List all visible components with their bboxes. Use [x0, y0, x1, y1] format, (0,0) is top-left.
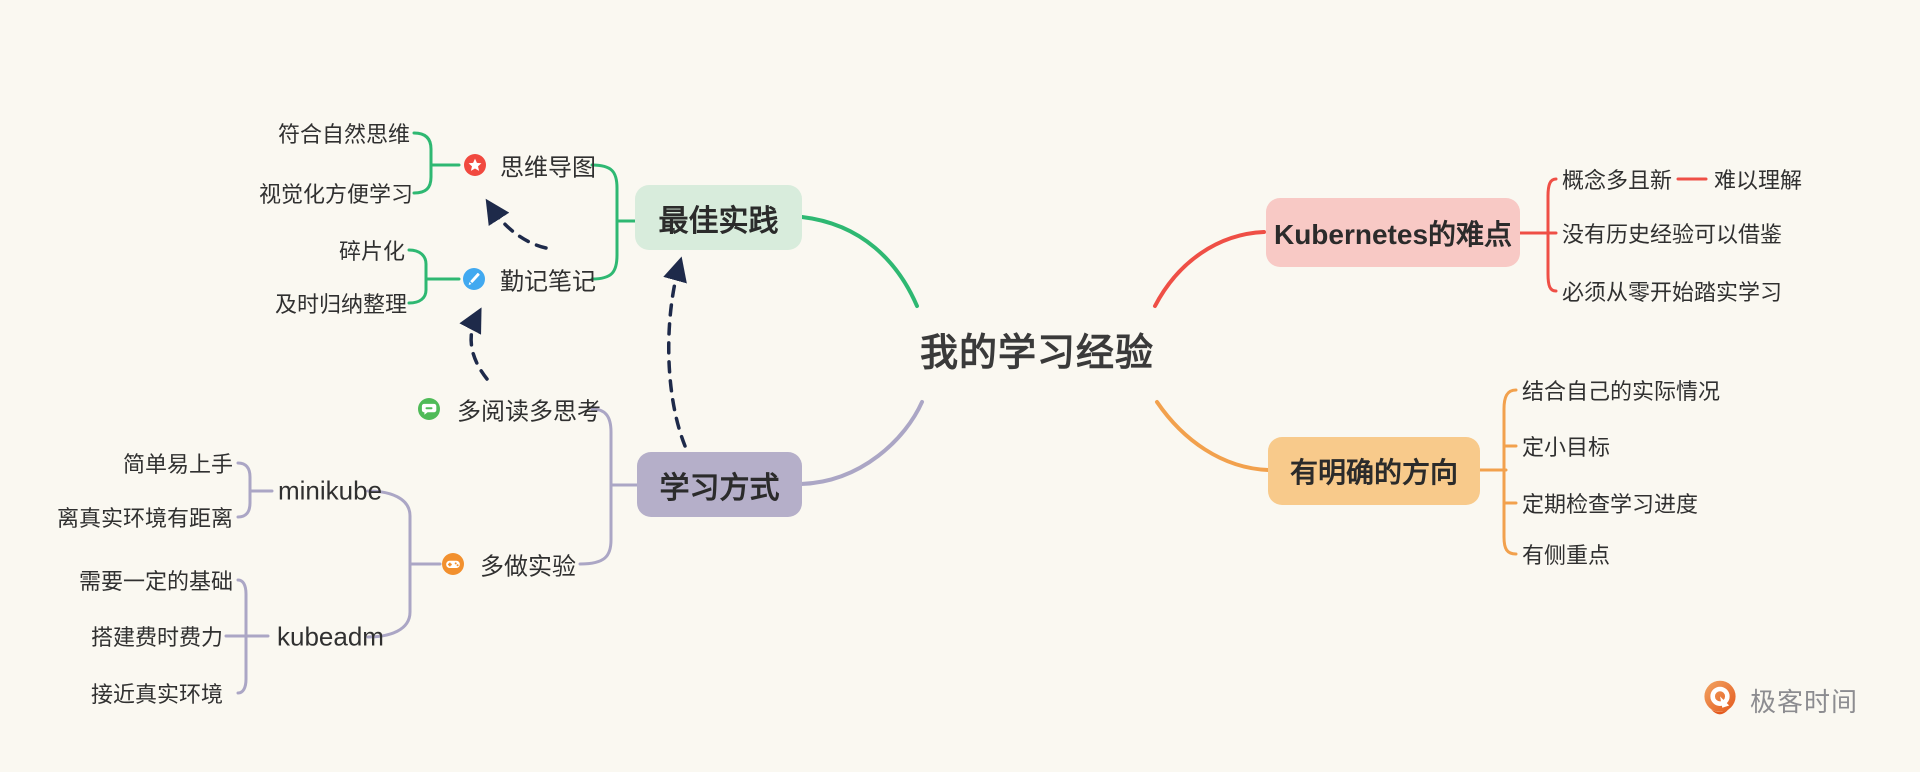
bracket-kubeadm-children	[236, 578, 248, 695]
bracket-notes-children	[407, 248, 428, 305]
topic-read-think[interactable]: 多阅读多思考	[457, 398, 601, 426]
branch-curve-best-practice	[800, 215, 919, 308]
leaf-fragmented[interactable]: 碎片化	[338, 239, 405, 264]
star-icon	[463, 153, 487, 177]
leaf-have-focus[interactable]: 有侧重点	[1522, 543, 1611, 568]
bracket-direction-children	[1502, 388, 1518, 556]
leaf-no-historical-experience[interactable]: 没有历史经验可以借鉴	[1562, 222, 1783, 247]
topic-experiment[interactable]: 多做实验	[480, 553, 576, 581]
leaf-natural-thinking[interactable]: 符合自然思维	[277, 122, 410, 147]
leaf-learn-from-scratch[interactable]: 必须从零开始踏实学习	[1562, 280, 1783, 305]
topic-learning-method[interactable]: 学习方式	[637, 452, 802, 517]
branch-curve-learning-method	[799, 400, 924, 486]
leaf-check-progress[interactable]: 定期检查学习进度	[1522, 492, 1699, 517]
relation-arrow-notes-to-mindmap	[485, 198, 548, 250]
leaf-easy-to-start[interactable]: 简单易上手	[122, 452, 233, 477]
bracket-experiment-children	[366, 489, 412, 639]
leaf-small-goals[interactable]: 定小目标	[1522, 435, 1611, 460]
leaf-far-from-real-env[interactable]: 离真实环境有距离	[56, 506, 233, 531]
geektime-watermark: 极客时间	[1698, 678, 1858, 722]
leaf-many-new-concepts[interactable]: 概念多且新	[1562, 168, 1673, 193]
chat-icon	[417, 397, 441, 421]
pencil-icon	[462, 267, 486, 291]
leaf-own-situation[interactable]: 结合自己的实际情况	[1522, 379, 1721, 404]
leaf-organize-in-time[interactable]: 及时归纳整理	[274, 292, 407, 317]
leaf-setup-takes-effort[interactable]: 搭建费时费力	[90, 625, 223, 650]
bracket-mindmap-children	[412, 131, 433, 195]
topic-mindmap[interactable]: 思维导图	[500, 154, 596, 182]
topic-kubeadm[interactable]: kubeadm	[277, 621, 384, 652]
geektime-logo-text: 极客时间	[1750, 686, 1859, 717]
topic-direction[interactable]: 有明确的方向	[1268, 437, 1480, 505]
leaf-visual-learning[interactable]: 视觉化方便学习	[258, 182, 413, 207]
gamepad-icon	[441, 552, 465, 576]
bracket-learning-method-children	[578, 407, 613, 566]
topic-minikube[interactable]: minikube	[278, 475, 383, 506]
topic-k8s-difficulty[interactable]: Kubernetes的难点	[1266, 198, 1520, 267]
leaf-close-to-real-env[interactable]: 接近真实环境	[90, 682, 223, 707]
relation-arrow-read-to-notes	[459, 307, 489, 381]
geektime-logo-icon	[1698, 678, 1742, 722]
topic-notes[interactable]: 勤记笔记	[500, 268, 596, 296]
relation-arrow-method-to-practice	[663, 256, 687, 448]
leaf-hard-to-understand[interactable]: 难以理解	[1714, 168, 1803, 193]
bracket-minikube-children	[236, 461, 252, 519]
branch-curve-direction	[1155, 400, 1270, 472]
central-topic[interactable]: 我的学习经验	[919, 332, 1155, 375]
bracket-k8s-children	[1546, 177, 1558, 293]
branch-curve-k8s-difficulty	[1153, 230, 1266, 308]
leaf-needs-foundation[interactable]: 需要一定的基础	[78, 569, 233, 594]
topic-best-practice[interactable]: 最佳实践	[635, 185, 802, 250]
